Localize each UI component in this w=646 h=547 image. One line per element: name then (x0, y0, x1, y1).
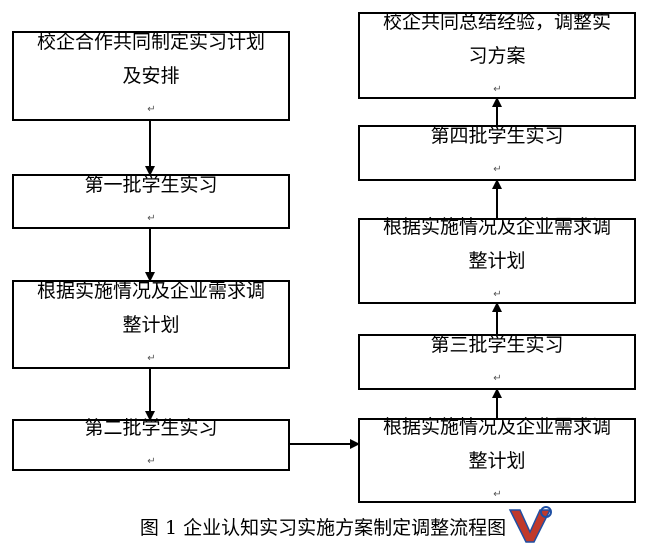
box-adjust-plan-2: 根据实施情况及企业需求调整计划 ↵ (358, 416, 636, 503)
box-third-batch: 第三批学生实习 ↵ (358, 334, 636, 390)
box-first-batch-text: 第一批学生实习 (84, 173, 218, 196)
paragraph-mark: ↵ (493, 289, 502, 300)
box-summarize-adjust-text: 校企共同总结经验，调整实习方案 (382, 10, 611, 67)
box-third-batch-text: 第三批学生实习 (430, 334, 564, 356)
paragraph-mark: ↵ (147, 456, 156, 467)
paragraph-mark: ↵ (147, 212, 156, 224)
paragraph-mark: ↵ (147, 104, 156, 115)
box-adjust-plan-1-text: 根据实施情况及企业需求调整计划 (36, 279, 265, 336)
box-plan-arrangement-text: 校企合作共同制定实习计划及安排 (36, 31, 265, 87)
box-adjust-plan-1: 根据实施情况及企业需求调整计划 ↵ (12, 280, 290, 369)
box-adjust-plan-2-text: 根据实施情况及企业需求调整计划 (382, 415, 611, 472)
box-plan-arrangement: 校企合作共同制定实习计划及安排 ↵ (12, 31, 290, 121)
paragraph-mark: ↵ (493, 83, 502, 95)
figure-caption: 图 1 企业认知实习实施方案制定调整流程图 (139, 517, 507, 539)
paragraph-mark: ↵ (493, 164, 502, 175)
box-adjust-plan-3-text: 根据实施情况及企业需求调整计划 (382, 216, 611, 272)
box-summarize-adjust: 校企共同总结经验，调整实习方案 ↵ (358, 11, 636, 99)
box-fourth-batch-text: 第四批学生实习 (430, 125, 564, 147)
watermark-logo-icon (508, 506, 552, 543)
paragraph-mark: ↵ (493, 488, 502, 500)
box-fourth-batch: 第四批学生实习 ↵ (358, 125, 636, 181)
box-adjust-plan-3: 根据实施情况及企业需求调整计划 ↵ (358, 216, 636, 304)
box-first-batch: 第一批学生实习 ↵ (12, 174, 290, 229)
box-second-batch: 第二批学生实习 ↵ (12, 417, 290, 471)
paragraph-mark: ↵ (147, 352, 156, 364)
paragraph-mark: ↵ (493, 373, 502, 384)
box-second-batch-text: 第二批学生实习 (84, 417, 218, 439)
